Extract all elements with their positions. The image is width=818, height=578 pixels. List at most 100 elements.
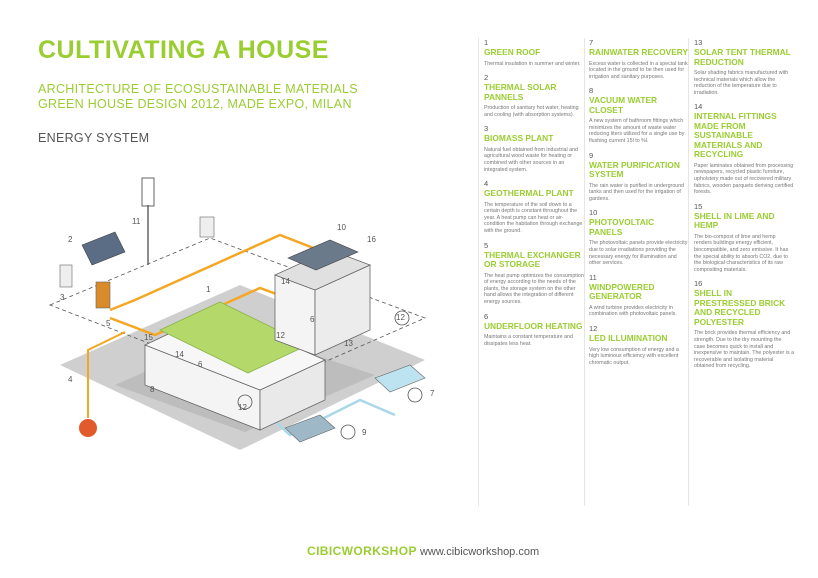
legend-heading: LED ILLUMINATION <box>589 333 668 343</box>
thermometer-icon <box>79 419 97 437</box>
legend-heading: SHELL IN LIME AND HEMP <box>694 210 775 231</box>
legend-number: 16 <box>694 279 703 289</box>
legend-item-11: 11 WINDPOWERED GENERATOR A wind turbine … <box>589 273 689 318</box>
legend-number: 9 <box>589 150 594 160</box>
legend-column-2: 7 RAINWATER RECOVERY Excess water is col… <box>589 38 689 372</box>
legend-description: Very low consumption of energy and a hig… <box>589 346 679 366</box>
legend-number: 15 <box>694 201 703 211</box>
legend-description: A wind turbine provides electricity in c… <box>589 304 677 318</box>
legend-description: Excess water is collected in a special t… <box>589 60 688 80</box>
legend-number: 7 <box>589 38 594 47</box>
diagram-label-16: 16 <box>367 235 376 244</box>
legend-number: 11 <box>589 272 597 282</box>
legend-column-1: 1 GREEN ROOF Thermal insulation in summe… <box>484 38 584 353</box>
legend-heading: SHELL IN PRESTRESSED BRICK AND RECYCLED … <box>694 288 786 327</box>
diagram-label-5: 5 <box>106 319 111 328</box>
legend-item-12: 12 LED ILLUMINATION Very low consumption… <box>589 324 689 366</box>
water-drop-icon <box>407 387 423 403</box>
legend-heading: WATER PURIFICATION SYSTEM <box>589 159 680 180</box>
legend-description: Solar shading fabrics manufactured with … <box>694 70 789 96</box>
legend-item-16: 16 SHELL IN PRESTRESSED BRICK AND RECYCL… <box>694 279 794 370</box>
legend-description: Natural fuel obtained from industrial an… <box>484 146 578 173</box>
diagram-label-10: 10 <box>337 223 346 232</box>
legend-item-6: 6 UNDERFLOOR HEATING Maintains a constan… <box>484 312 584 348</box>
legend-heading: GEOTHERMAL PLANT <box>484 188 574 199</box>
footer-url[interactable]: www.cibicworkshop.com <box>419 546 540 558</box>
diagram-label-1: 1 <box>206 285 211 294</box>
legend-description: The bio-compost of lime and hemp renders… <box>694 233 789 273</box>
legend-heading: SOLAR TENT THERMAL REDUCTION <box>694 47 791 67</box>
diagram-label-13: 13 <box>344 339 353 348</box>
legend-number: 8 <box>589 86 594 96</box>
legend-number: 1 <box>484 38 489 47</box>
diagram-label-7: 7 <box>430 389 435 398</box>
column-divider <box>478 38 479 506</box>
legend-number: 6 <box>484 311 489 321</box>
legend-heading: VACUUM WATER CLOSET <box>589 95 658 115</box>
diagram-label-6: 6 <box>198 360 203 369</box>
legend-description: Thermal insulation in summer and winter. <box>484 60 581 67</box>
diagram-label-12c: 12 <box>276 331 285 340</box>
led-icon <box>237 394 253 410</box>
legend-item-13: 13 SOLAR TENT THERMAL REDUCTION Solar sh… <box>694 38 794 96</box>
diagram-label-6b: 6 <box>310 315 315 324</box>
diagram-label-15: 15 <box>144 333 153 342</box>
diagram-label-9: 9 <box>362 428 367 437</box>
legend-heading: WINDPOWERED GENERATOR <box>589 281 655 302</box>
subtitle: ARCHITECTURE OF ECOSUSTAINABLE MATERIALS… <box>38 82 358 112</box>
legend-heading: THERMAL SOLAR PANNELS <box>484 82 557 102</box>
legend-description: The rain water is purified in undergroun… <box>589 182 685 202</box>
led-icon-2 <box>394 310 410 326</box>
legend-item-15: 15 SHELL IN LIME AND HEMP The bio-compos… <box>694 202 794 274</box>
legend-description: The temperature of the soil down to a ce… <box>484 201 583 235</box>
solar-thermal-panels <box>81 231 126 266</box>
legend-number: 5 <box>484 240 489 250</box>
wind-turbine-rotor <box>141 177 155 207</box>
legend-description: A new system of bathroom fittings which … <box>589 118 685 145</box>
recycle-icon <box>340 424 356 440</box>
footer-brand: CIBICWORKSHOP <box>307 544 417 558</box>
legend-description: The brick provides thermal efficiency an… <box>694 330 795 370</box>
legend-heading: RAINWATER RECOVERY <box>589 47 689 57</box>
page-title: CULTIVATING A HOUSE <box>38 36 329 64</box>
legend-number: 13 <box>694 38 703 47</box>
legend-item-3: 3 BIOMASS PLANT Natural fuel obtained fr… <box>484 124 584 173</box>
diagram-label-14b: 14 <box>175 350 184 359</box>
geothermal-pipe <box>87 331 126 418</box>
diagram-label-14: 14 <box>281 277 290 286</box>
legend-heading: BIOMASS PLANT <box>484 133 554 144</box>
column-divider <box>688 38 689 506</box>
diagram-label-3: 3 <box>60 293 65 302</box>
purification-tanks <box>284 414 336 443</box>
subtitle-line-1: ARCHITECTURE OF ECOSUSTAINABLE MATERIALS <box>38 82 358 96</box>
legend-number: 4 <box>484 179 489 189</box>
energy-system-diagram: 1 2 3 4 5 6 7 8 9 10 11 12 13 14 15 16 1… <box>48 177 435 450</box>
legend-item-7: 7 RAINWATER RECOVERY Excess water is col… <box>589 38 689 80</box>
diagram-label-8: 8 <box>150 385 155 394</box>
legend-heading: INTERNAL FITTINGS MADE FROM SUSTAINABLE … <box>694 111 777 160</box>
diagram-label-2: 2 <box>68 235 73 244</box>
legend-heading: THERMAL EXCHANGER OR STORAGE <box>484 249 581 270</box>
legend-number: 12 <box>589 324 598 333</box>
legend-item-5: 5 THERMAL EXCHANGER OR STORAGE The heat … <box>484 241 584 306</box>
diagram-label-11: 11 <box>132 217 141 226</box>
legend-number: 3 <box>484 124 489 134</box>
legend-number: 10 <box>589 208 598 218</box>
legend-column-3: 13 SOLAR TENT THERMAL REDUCTION Solar sh… <box>694 38 794 376</box>
legend-item-14: 14 INTERNAL FITTINGS MADE FROM SUSTAINAB… <box>694 102 794 195</box>
legend-description: Paper laminates obtained from processing… <box>694 162 794 196</box>
biomass-boiler <box>59 264 73 288</box>
legend-item-1: 1 GREEN ROOF Thermal insulation in summe… <box>484 38 584 67</box>
legend-description: The heat pump optimizes the consumption … <box>484 272 584 305</box>
legend-number: 14 <box>694 102 703 112</box>
legend-heading: GREEN ROOF <box>484 47 541 57</box>
legend-description: Maintains a constant temperature and dis… <box>484 334 573 347</box>
legend-item-4: 4 GEOTHERMAL PLANT The temperature of th… <box>484 179 584 234</box>
legend-heading: UNDERFLOOR HEATING <box>484 320 583 331</box>
diagram-label-4: 4 <box>68 375 73 384</box>
section-heading: ENERGY SYSTEM <box>38 131 150 145</box>
diagram-label-12: 12 <box>396 313 405 322</box>
legend-heading: PHOTOVOLTAIC PANELS <box>589 217 655 237</box>
legend-number: 2 <box>484 73 489 83</box>
legend-item-2: 2 THERMAL SOLAR PANNELS Production of sa… <box>484 73 584 118</box>
